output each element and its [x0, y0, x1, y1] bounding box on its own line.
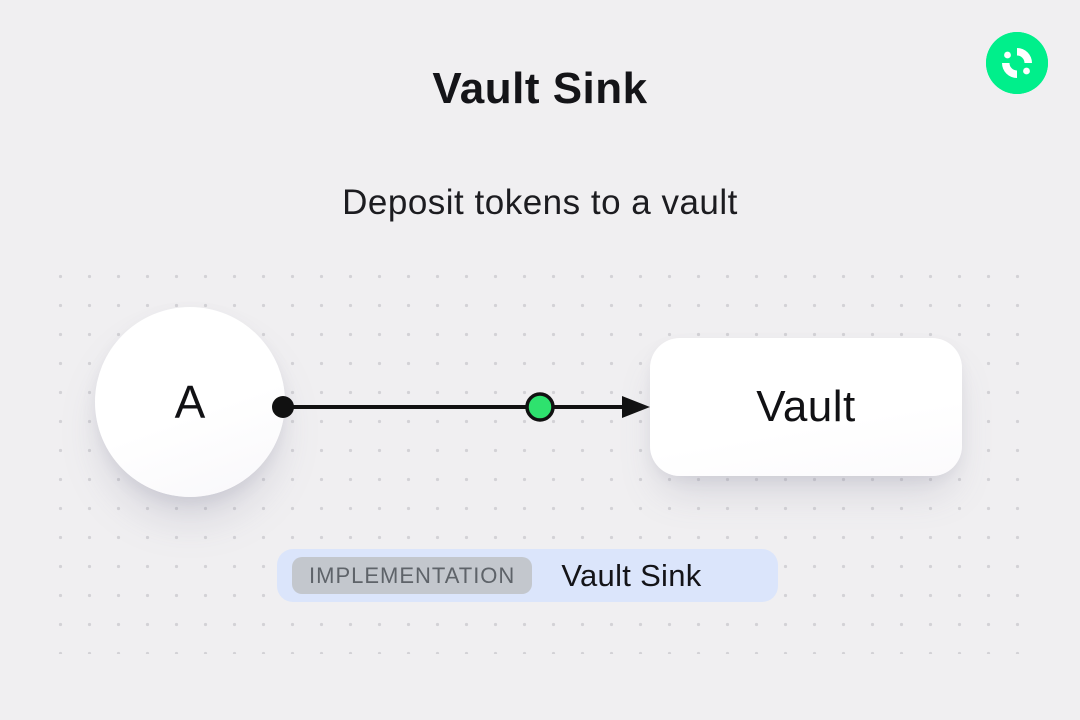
badge-label: Vault Sink — [561, 557, 702, 593]
diagram-node-vault: Vault — [650, 338, 962, 476]
flow-logo-icon — [986, 32, 1048, 94]
implementation-tag: IMPLEMENTATION — [292, 557, 533, 594]
implementation-badge: IMPLEMENTATION Vault Sink — [277, 549, 778, 602]
vault-label: Vault — [756, 382, 856, 431]
node-a-label: A — [174, 376, 206, 428]
mid-green-dot-icon — [525, 392, 555, 422]
flow-arrow — [272, 392, 650, 422]
flow-brand-logo — [986, 32, 1048, 94]
page-title: Vault Sink — [432, 64, 648, 113]
arrowhead-icon — [622, 396, 650, 418]
page-subtitle: Deposit tokens to a vault — [342, 183, 738, 222]
start-dot-icon — [272, 396, 294, 418]
diagram-node-a: A — [95, 307, 285, 497]
